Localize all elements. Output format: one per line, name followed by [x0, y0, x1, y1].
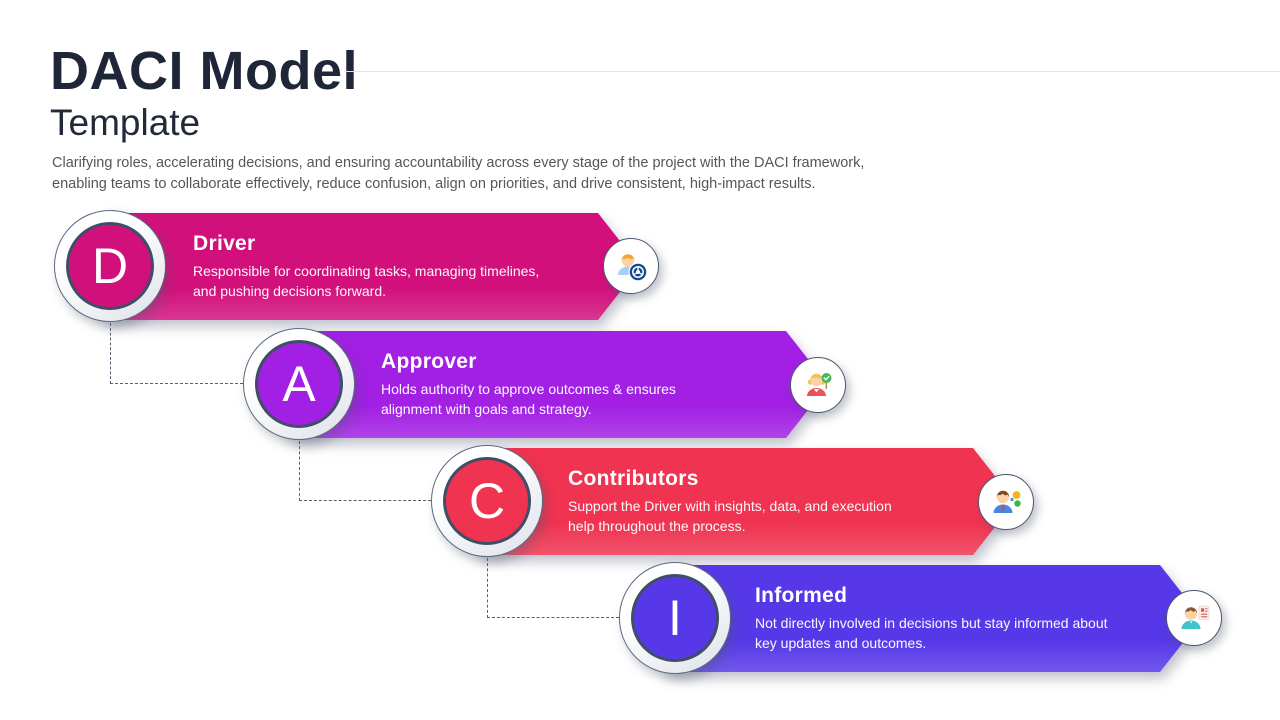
informed-letter: I: [631, 574, 719, 662]
approver-description: Holds authority to approve outcomes & en…: [381, 380, 676, 417]
page-description: Clarifying roles, accelerating decisions…: [52, 155, 865, 192]
contributors-letter-badge: C: [431, 445, 543, 557]
driver-banner: Driver Responsible for coordinating task…: [100, 213, 640, 320]
approver-letter: A: [255, 340, 343, 428]
informed-description: Not directly involved in decisions but s…: [755, 614, 1108, 651]
contributors-banner: Contributors Support the Driver with ins…: [475, 448, 1015, 555]
title-divider-line: [345, 71, 1280, 72]
page-title: DACI Model: [50, 41, 358, 101]
contributors-letter: C: [443, 457, 531, 545]
driver-letter-badge: D: [54, 210, 166, 322]
approver-letter-badge: A: [243, 328, 355, 440]
connector-approver-contributors: [299, 441, 431, 501]
contributors-title: Contributors: [568, 466, 699, 490]
approver-banner: Approver Holds authority to approve outc…: [288, 331, 828, 438]
driver-letter: D: [66, 222, 154, 310]
contributors-description: Support the Driver with insights, data, …: [568, 497, 892, 534]
driver-description: Responsible for coordinating tasks, mana…: [193, 262, 540, 299]
driver-steering-wheel-icon: [603, 238, 659, 294]
informed-title: Informed: [755, 583, 848, 607]
informed-letter-badge: I: [619, 562, 731, 674]
driver-title: Driver: [193, 231, 256, 255]
informed-banner: Informed Not directly involved in decisi…: [662, 565, 1202, 672]
informed-updates-icon: [1166, 590, 1222, 646]
approver-title: Approver: [381, 349, 477, 373]
contributors-insights-icon: [978, 474, 1034, 530]
connector-driver-approver: [110, 323, 243, 384]
page-subtitle: Template: [50, 102, 201, 143]
connector-contributors-informed: [487, 558, 619, 618]
approver-checkmark-icon: [790, 357, 846, 413]
